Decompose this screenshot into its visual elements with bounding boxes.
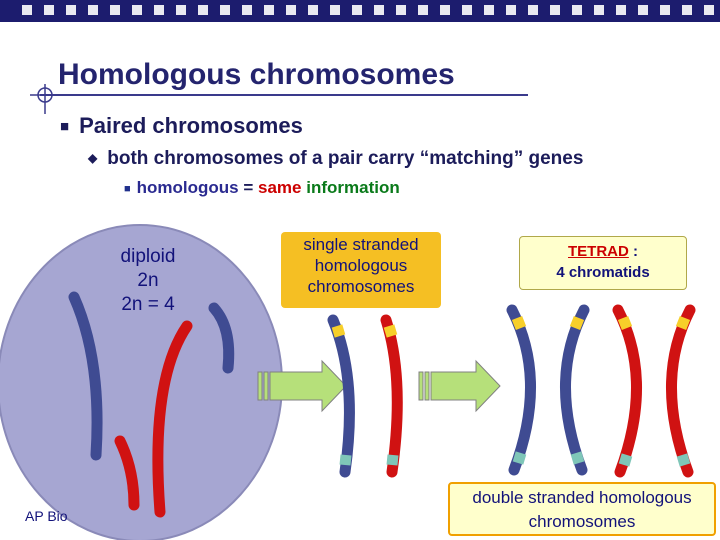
cell-blue-chromosome-short (208, 302, 235, 374)
cell-label-diploid: diploid (120, 246, 176, 267)
band-teal (676, 453, 691, 467)
bullet-level-1: ■ Paired chromosomes (60, 113, 303, 139)
small-square-bullet-icon: ■ (124, 183, 131, 195)
double-stranded-label: double stranded homologous chromosomes (448, 482, 716, 536)
cell-red-chromosome-long (152, 320, 193, 518)
band-yellow (569, 315, 585, 331)
word-equals: = (238, 178, 259, 197)
tetrad-title-line: TETRAD : (520, 241, 686, 262)
tetrad-blue-chromatid-2 (560, 304, 590, 476)
arrow-right-1 (257, 359, 347, 413)
bullet-level-1-text: Paired chromosomes (79, 113, 303, 138)
band-teal (386, 454, 399, 466)
diamond-bullet-icon: ◆ (88, 151, 98, 165)
tetrad-blue-chromatid-1 (506, 304, 536, 476)
cell-blue-chromosome-long (68, 291, 103, 461)
arrow-right-2 (418, 359, 501, 413)
band-yellow (511, 315, 527, 331)
band-teal (339, 454, 352, 466)
footer-text: AP Bio (25, 508, 68, 524)
bullet-level-2: ◆ both chromosomes of a pair carry “match… (88, 148, 583, 170)
band-yellow (617, 315, 633, 331)
word-information: information (306, 178, 400, 197)
band-yellow (675, 315, 691, 331)
band-teal (512, 451, 527, 465)
single-stranded-label: single stranded homologous chromosomes (281, 232, 441, 308)
single-red-chromosome (380, 314, 403, 478)
word-same: same (258, 178, 302, 197)
band-yellow (331, 324, 346, 338)
bullet-level-2-text: both chromosomes of a pair carry “matchi… (107, 148, 584, 169)
tetrad-word: TETRAD (568, 243, 629, 260)
slide-title: Homologous chromosomes (58, 58, 455, 91)
title-underline (40, 94, 528, 96)
cell-label-2n-equals-4: 2n = 4 (121, 294, 175, 315)
tetrad-detail: 4 chromatids (556, 264, 650, 281)
tetrad-label: TETRAD : 4 chromatids (519, 236, 687, 290)
tetrad-red-chromatid-1 (612, 304, 642, 478)
cell-label-2n: 2n (137, 270, 159, 291)
band-teal (618, 453, 633, 467)
tetrad-red-chromatid-2 (666, 304, 696, 478)
square-bullet-icon: ■ (60, 118, 70, 135)
tetrad-colon: : (628, 243, 638, 260)
band-yellow (383, 324, 398, 338)
word-homologous: homologous (136, 178, 239, 197)
band-teal (570, 451, 585, 465)
bullet-level-3: ■ homologous = same information (124, 178, 400, 198)
cell-red-chromosome-short (114, 435, 140, 511)
cell-label: diploid 2n 2n = 4 (98, 245, 198, 317)
top-bar-pattern (0, 0, 720, 22)
top-bar (0, 0, 720, 22)
